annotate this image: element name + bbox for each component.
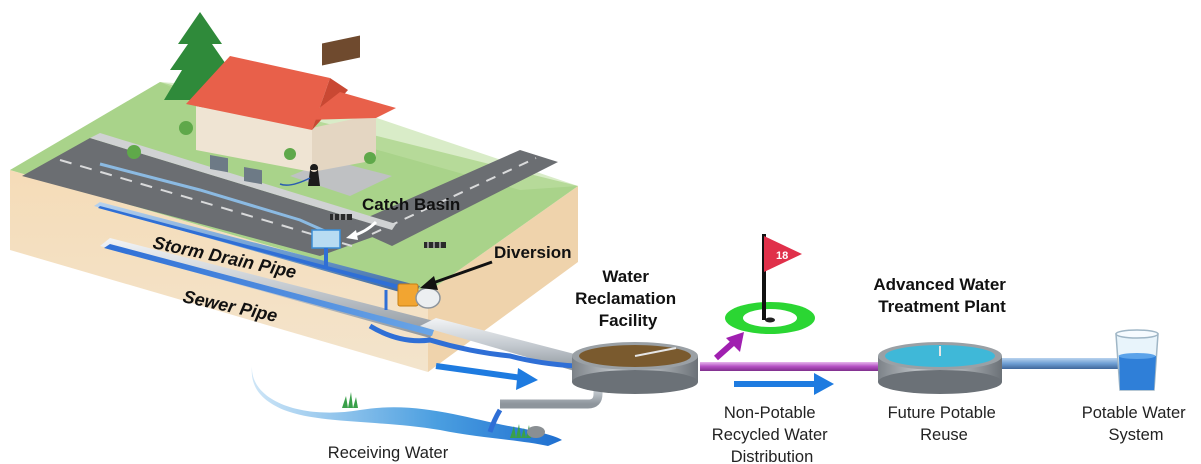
reeds-right bbox=[510, 424, 531, 438]
potable-water-pipe bbox=[1000, 358, 1130, 369]
label-diversion: Diversion bbox=[494, 243, 571, 262]
shrub-3 bbox=[364, 152, 376, 164]
river-rock bbox=[527, 426, 545, 438]
street-centerline bbox=[59, 159, 353, 247]
label-receiving-water: Receiving Water bbox=[328, 444, 449, 462]
storm-grate-1 bbox=[330, 214, 352, 220]
label-awtp-line-1: Advanced Water bbox=[873, 275, 1006, 294]
label-wrf-line-2: Reclamation bbox=[575, 289, 676, 308]
garage-door bbox=[322, 35, 360, 66]
label-npr-line-1: Non-Potable bbox=[724, 404, 816, 422]
advanced-water-treatment-tank bbox=[878, 342, 1002, 394]
lawn-surface bbox=[10, 82, 578, 292]
diversion-valve bbox=[384, 283, 441, 310]
shrub-1 bbox=[179, 121, 193, 135]
garden-hose bbox=[279, 177, 311, 186]
label-water-reclamation-facility: Water Reclamation Facility bbox=[575, 267, 681, 330]
roof-garage bbox=[304, 92, 396, 120]
soil-right-face bbox=[428, 186, 578, 372]
label-future-potable-reuse: Future Potable Reuse bbox=[888, 404, 1001, 444]
water-reclamation-facility-tank bbox=[572, 342, 698, 394]
drinking-glass-icon bbox=[1115, 329, 1159, 391]
sewer-main-water bbox=[368, 323, 577, 369]
window-mid bbox=[244, 167, 262, 185]
river bbox=[251, 366, 562, 446]
pipeline bbox=[700, 358, 1130, 371]
reeds-left bbox=[342, 392, 358, 408]
sewer-main-to-facility bbox=[420, 318, 590, 372]
catch-basin-box bbox=[311, 229, 341, 249]
house bbox=[127, 12, 396, 186]
label-non-potable-recycled-water-distribution: Non-Potable Recycled Water Distribution bbox=[712, 404, 832, 464]
label-advanced-water-treatment-plant: Advanced Water Treatment Plant bbox=[873, 275, 1010, 316]
outfall-flow bbox=[487, 408, 503, 433]
label-pws-line-2: System bbox=[1108, 426, 1163, 444]
label-fpr-line-1: Future Potable bbox=[888, 404, 996, 422]
golf-flag-icon bbox=[764, 236, 802, 272]
flow-arrow-to-golf bbox=[714, 332, 744, 361]
flow-arrows bbox=[435, 332, 834, 395]
label-awtp-line-2: Treatment Plant bbox=[878, 297, 1006, 316]
flow-arrow-to-facility bbox=[435, 363, 538, 390]
storm-drain-pipe-water bbox=[98, 206, 418, 294]
sidewalk bbox=[90, 133, 396, 230]
side-street-centerline bbox=[371, 157, 537, 235]
label-wrf-line-3: Facility bbox=[599, 311, 658, 330]
sewer-pipe-water bbox=[104, 244, 434, 336]
shrub-4 bbox=[284, 148, 296, 160]
golf-hole bbox=[765, 317, 775, 323]
receiving-water bbox=[251, 366, 603, 446]
diversion-pointer-head bbox=[420, 276, 438, 290]
label-fpr-line-2: Reuse bbox=[920, 426, 968, 444]
label-wrf-line-1: Water bbox=[602, 267, 649, 286]
label-pws-line-1: Potable Water bbox=[1082, 404, 1186, 422]
curb-water-flow bbox=[99, 162, 337, 238]
catch-basin-pointer-head bbox=[346, 230, 358, 240]
storm-grate-2 bbox=[424, 242, 446, 248]
garage-wall bbox=[312, 114, 376, 172]
shrub-2 bbox=[127, 145, 141, 159]
golf-flag-number: 18 bbox=[776, 250, 788, 262]
window-left bbox=[210, 155, 228, 173]
side-street bbox=[348, 150, 558, 246]
golf-green: 18 bbox=[725, 234, 815, 334]
label-potable-water-system: Potable Water System bbox=[1082, 404, 1191, 444]
label-npr-line-3: Distribution bbox=[731, 448, 814, 464]
outfall-pipe bbox=[500, 378, 603, 409]
flow-arrow-recycled bbox=[734, 373, 834, 395]
recycled-water-pipe bbox=[700, 362, 880, 371]
label-npr-line-2: Recycled Water bbox=[712, 426, 828, 444]
label-catch-basin: Catch Basin bbox=[362, 195, 460, 214]
underground-pipes bbox=[94, 202, 590, 372]
diversion-pointer-line bbox=[429, 260, 493, 286]
roof-main bbox=[186, 56, 330, 130]
person-icon bbox=[308, 164, 320, 186]
